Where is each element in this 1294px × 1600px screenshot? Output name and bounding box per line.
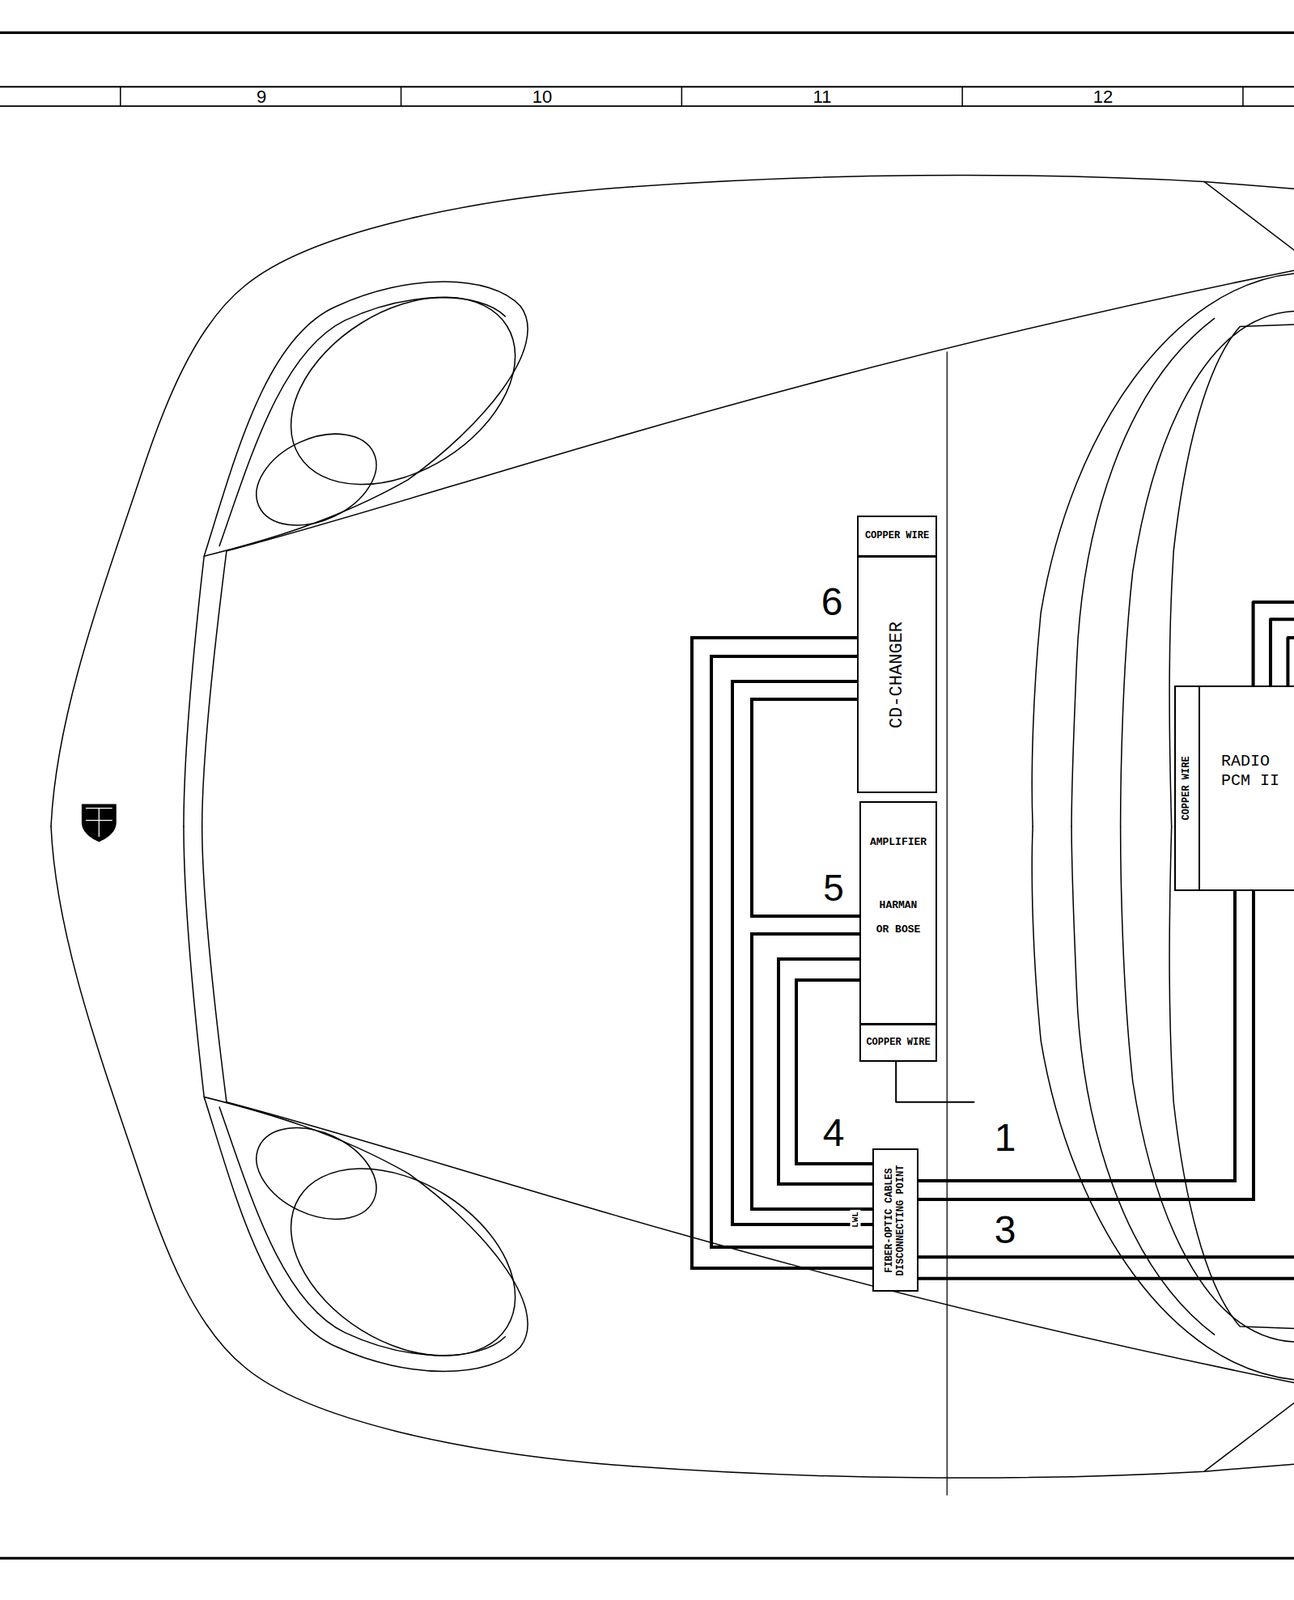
- cd-changer-box: CD-CHANGER: [857, 555, 938, 794]
- copper-wire-band: COPPER WIRE: [1174, 685, 1201, 891]
- cable-line: [1287, 637, 1294, 686]
- column-number: 11: [813, 88, 832, 107]
- car-half: [50, 826, 1294, 1478]
- column-number: 10: [532, 88, 552, 107]
- grid-tick: [400, 86, 403, 107]
- column-number: 9: [256, 88, 267, 107]
- headlight-lens: [257, 258, 550, 523]
- cable-line: [778, 958, 873, 1184]
- cable-line: [918, 890, 1254, 1200]
- cable-line: [1253, 602, 1294, 686]
- copper-wire-band: COPPER WIRE: [857, 515, 938, 557]
- hood-edge: [202, 551, 227, 827]
- frame-line: [0, 1557, 1294, 1560]
- body-outline: [50, 186, 633, 828]
- node-text: HARMAN OR BOSE: [873, 893, 924, 942]
- cable-line: [691, 637, 873, 1269]
- fiber-optic-connector: FIBER-OPTIC CABLES DISCONNECTING POINT: [872, 1148, 919, 1292]
- leader-line: [895, 1060, 975, 1102]
- grid-tick: [961, 86, 964, 107]
- headlight-housing: [219, 297, 505, 547]
- cable-line: [1270, 619, 1294, 686]
- column-number: 12: [1093, 88, 1113, 107]
- crest-detail: [85, 808, 113, 837]
- node-text: FIBER-OPTIC CABLES DISCONNECTING POINT: [884, 1153, 908, 1287]
- callout-number: 1: [994, 1118, 1017, 1158]
- headlight-housing: [203, 281, 528, 556]
- headlight-lens: [241, 415, 391, 544]
- node-text: COPPER WIRE: [865, 1037, 930, 1049]
- frame-line: [0, 85, 1294, 88]
- grid-tick: [681, 86, 684, 107]
- callout-number: 3: [994, 1210, 1017, 1250]
- node-text: RADIO PCM II: [1221, 751, 1288, 791]
- frame-line: [0, 31, 1294, 34]
- hood-line: [226, 270, 1294, 552]
- body-outline: [632, 174, 1294, 189]
- a-pillar: [1204, 181, 1294, 250]
- node-text: CD-CHANGER: [886, 569, 908, 781]
- grid-tick: [1242, 86, 1244, 107]
- cable-line: [751, 933, 873, 1210]
- car-half: [50, 174, 1294, 827]
- divider-line: [946, 352, 948, 1495]
- amplifier-box: AMPLIFIER HARMAN OR BOSE: [859, 801, 938, 1025]
- cable-line: [732, 681, 873, 1225]
- cable-line: [918, 890, 1235, 1181]
- copper-wire-band: COPPER WIRE: [859, 1023, 938, 1062]
- cable-line: [711, 656, 873, 1248]
- node-text: COPPER WIRE: [865, 530, 930, 543]
- porsche-crest: [81, 804, 117, 843]
- cable-line: [918, 1277, 1294, 1281]
- callout-number: 6: [821, 582, 844, 622]
- cable-line: [918, 1255, 1294, 1259]
- callout-number: 5: [823, 869, 845, 907]
- radio-box: RADIO PCM II: [1198, 685, 1294, 891]
- node-text: COPPER WIRE: [1181, 691, 1193, 886]
- cable-line: [751, 699, 860, 917]
- cable-label: LWL: [850, 1209, 862, 1230]
- callout-number: 4: [823, 1113, 845, 1153]
- node-text: AMPLIFIER: [862, 836, 934, 849]
- hood-edge: [183, 555, 204, 827]
- grid-tick: [119, 86, 122, 107]
